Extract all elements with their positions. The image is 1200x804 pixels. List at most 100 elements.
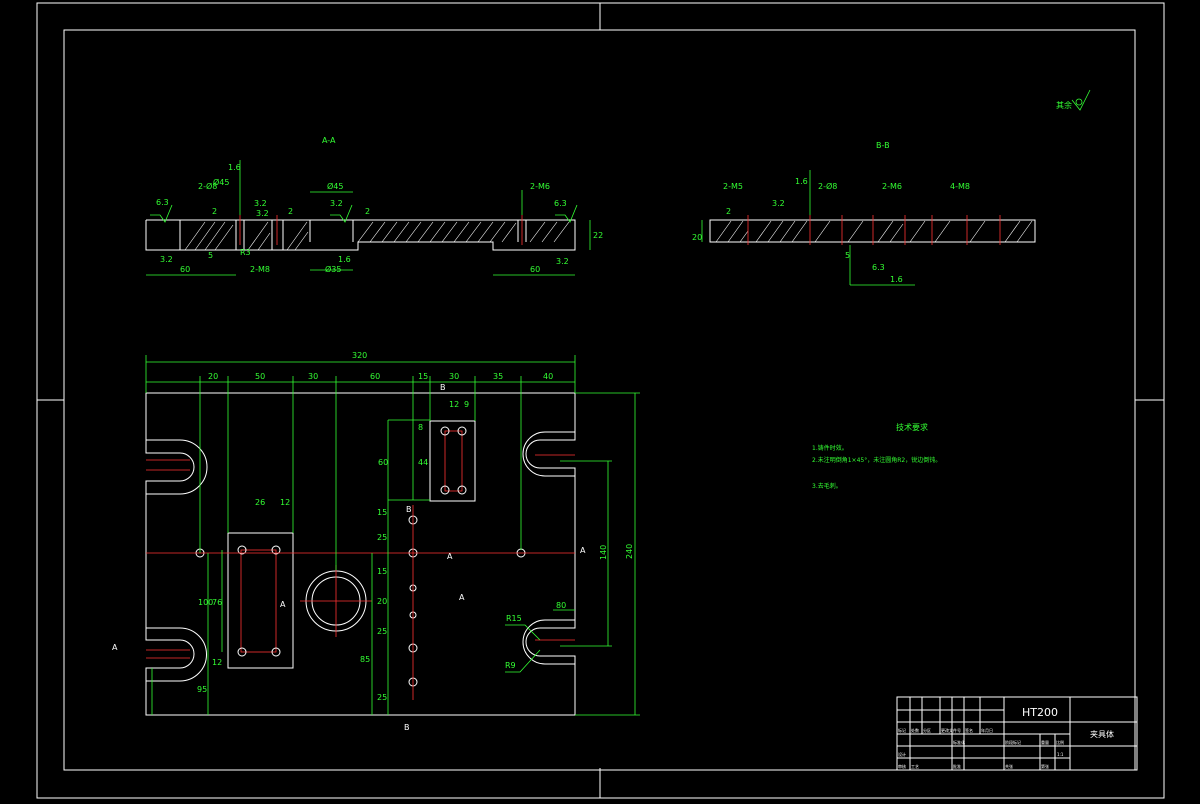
roughness-note-label: 其余 — [1056, 100, 1072, 110]
dim-label-80: 80 — [556, 601, 566, 610]
section-bb-label-1: 2 — [726, 207, 731, 216]
dim-label-60: 60 — [370, 372, 380, 381]
section-aa: A-A 6.3 3.2 — [145, 136, 603, 276]
tb-cell-15: 第张 — [1041, 763, 1049, 769]
dim-label-r9: R9 — [505, 661, 516, 670]
tb-cell-4: 签名 — [965, 727, 973, 733]
tb-cell-9: 重量 — [1041, 739, 1049, 745]
tb-cell-11: 审核 — [898, 763, 906, 769]
section-aa-title: A-A — [322, 136, 336, 145]
tech-requirements: 技术要求 1.铸件时效。 2.未注明倒角1×45°，未注圆角R2，锐边倒钝。 3… — [812, 422, 941, 490]
dim-label-76: 76 — [212, 598, 222, 607]
section-aa-label-3: 2-Ø8 — [198, 181, 217, 191]
boss-left-slot — [240, 549, 277, 653]
boss-left — [227, 532, 294, 669]
tech-req-item-3: 3.去毛刺。 — [812, 482, 842, 490]
tb-cell-10: 比例 — [1056, 739, 1064, 745]
dim-label-50: 50 — [255, 372, 265, 381]
section-bb-label-9: 6.3 — [872, 263, 885, 272]
section-mark-a-mid: A — [447, 552, 453, 561]
dim-label-l15: 15 — [377, 508, 387, 517]
section-aa-hatching — [184, 221, 570, 251]
tb-cell-3: 更改文件号 — [941, 727, 961, 733]
leader-r9 — [505, 649, 541, 673]
dim-label-95: 95 — [197, 685, 207, 694]
section-aa-label-13: 6.3 — [554, 199, 567, 208]
section-aa-rough-3 — [555, 204, 578, 223]
section-mark-a-right: A — [580, 546, 586, 555]
tb-cell-7: 标准化 — [953, 739, 965, 745]
dim-label-12: 12 — [449, 400, 459, 409]
tb-cell-2: 分区 — [923, 727, 931, 733]
section-aa-label-18: 5 — [208, 251, 213, 260]
section-aa-label-7: 3.2 — [256, 209, 269, 218]
section-aa-label-6: 2 — [365, 207, 370, 216]
section-bb-label-8: 5 — [845, 251, 850, 260]
title-block-material: HT200 — [1022, 706, 1058, 719]
dim-label-140: 140 — [599, 545, 608, 560]
leader-r15 — [505, 624, 541, 641]
holes — [195, 426, 526, 687]
tb-cell-5: 年月日 — [981, 727, 993, 733]
dim-label-60v: 60 — [378, 458, 388, 467]
dim-label-l25c: 25 — [377, 693, 387, 702]
plan-view: 320 20 50 30 60 15 30 35 40 240 140 12 9… — [112, 351, 640, 732]
dim-label-15: 15 — [418, 372, 428, 381]
section-bb-label-4: 2-Ø8 — [818, 181, 837, 191]
dim-label-l15b: 15 — [377, 567, 387, 576]
dim-label-12b: 12 — [280, 498, 290, 507]
tb-cell-0: 标记 — [898, 727, 906, 733]
section-aa-label-2: 1.6 — [228, 163, 241, 172]
dim-label-100: 100 — [198, 598, 213, 607]
boss-top-slot — [444, 430, 463, 492]
tech-req-item-2: 2.未注明倒角1×45°，未注圆角R2，锐边倒钝。 — [812, 456, 941, 464]
dim-label-320: 320 — [352, 351, 367, 360]
dim-label-9: 9 — [464, 400, 469, 409]
tb-cell-1: 处数 — [911, 727, 919, 733]
tb-cell-6: 设计 — [898, 751, 906, 757]
section-aa-label-21: 60 — [530, 265, 540, 274]
dim-label-30b: 30 — [449, 372, 459, 381]
dim-label-8: 8 — [418, 423, 423, 432]
dim-label-r15: R15 — [506, 614, 522, 623]
section-aa-label-12: 2-M6 — [530, 182, 550, 191]
section-aa-outline — [145, 219, 576, 251]
section-aa-rough-1 — [150, 204, 173, 223]
tech-req-item-1: 1.铸件时效。 — [812, 444, 848, 452]
section-bb-label-6: 4-M8 — [950, 182, 970, 191]
section-aa-label-14: 22 — [593, 231, 603, 240]
dim-label-240: 240 — [625, 544, 634, 559]
section-bb-title: B-B — [876, 141, 890, 150]
section-bb: B-B 2-M5 2 3.2 1.6 2-Ø8 2-M6 4-M8 20 5 6… — [692, 141, 1036, 286]
dim-label-26: 26 — [255, 498, 265, 507]
section-aa-label-8: 3.2 — [330, 199, 343, 208]
outer-frame — [36, 2, 1165, 799]
section-aa-label-11: 2 — [288, 207, 293, 216]
dim-label-44: 44 — [418, 458, 428, 467]
drawing-border — [63, 29, 1136, 771]
section-aa-label-5: 2 — [212, 207, 217, 216]
slot-bottom-left — [146, 627, 207, 682]
section-mark-a-left: A — [112, 643, 118, 652]
dim-label-12c: 12 — [212, 658, 222, 667]
section-aa-label-10: 1.6 — [338, 255, 351, 264]
section-bb-label-2: 3.2 — [772, 199, 785, 208]
section-aa-label-20: Ø35 — [325, 264, 341, 274]
section-mark-a-bore: A — [280, 600, 286, 609]
section-aa-label-19: 2-M8 — [250, 265, 270, 274]
tb-cell-8: 阶段标记 — [1005, 739, 1021, 745]
roughness-circle — [1075, 98, 1083, 106]
section-bb-label-10: 1.6 — [890, 275, 903, 284]
dim-label-85: 85 — [360, 655, 370, 664]
title-block: HT200 夹具体 标记 处数 分区 更改文件号 签名 年月日 设计 标准化 阶… — [896, 696, 1138, 771]
section-bb-label-3: 1.6 — [795, 177, 808, 186]
boss-top — [429, 420, 476, 502]
section-mark-a-lower: A — [459, 593, 465, 602]
dim-label-30: 30 — [308, 372, 318, 381]
dim-label-l25b: 25 — [377, 627, 387, 636]
section-aa-label-9: Ø45 — [327, 181, 343, 191]
dim-label-l20: 20 — [377, 597, 387, 606]
section-aa-label-16: 3.2 — [160, 255, 173, 264]
